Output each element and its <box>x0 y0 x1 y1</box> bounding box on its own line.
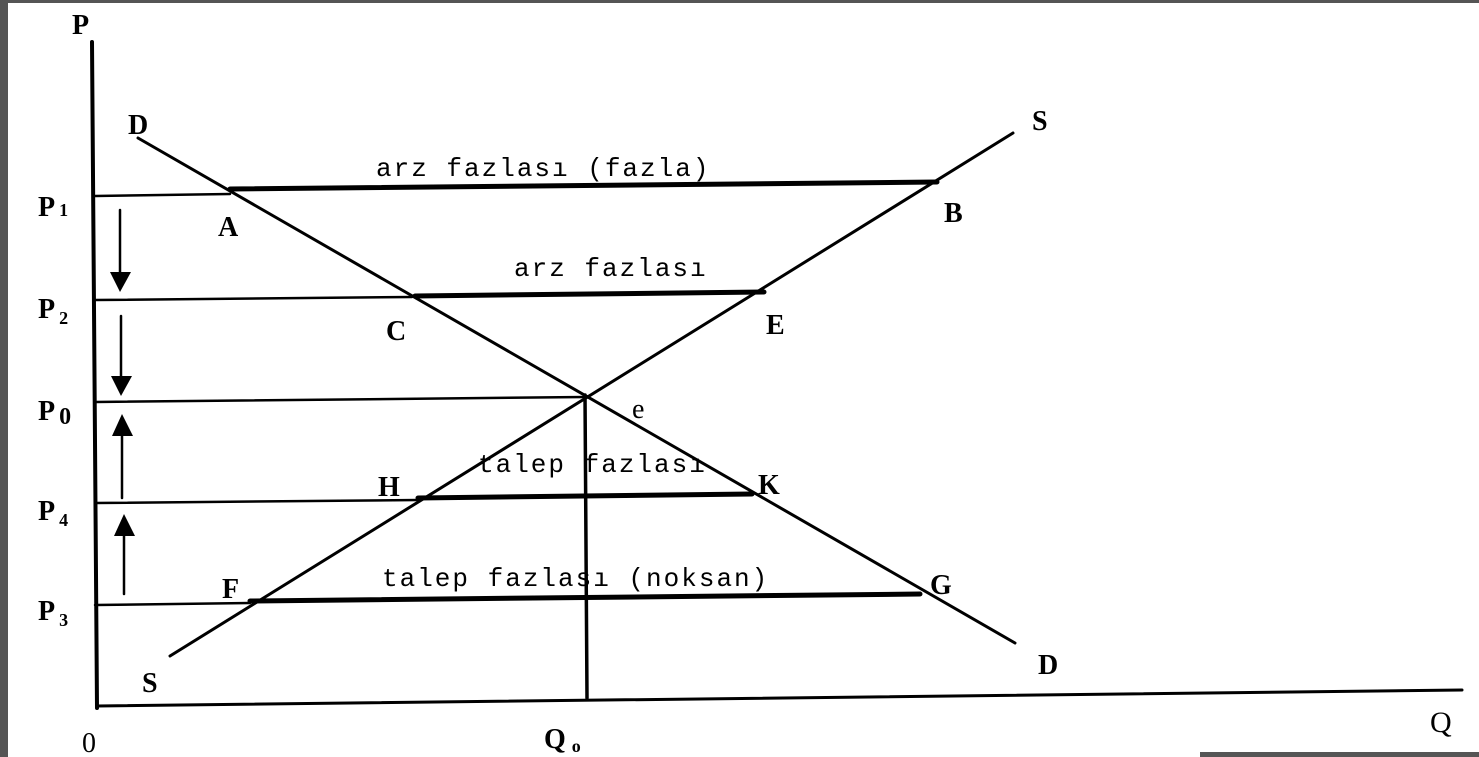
arrow-p4-up-head <box>114 514 135 536</box>
point-c-label: C <box>386 316 406 347</box>
demand-curve <box>136 136 1017 645</box>
y-axis <box>90 40 99 710</box>
annotation-surplus: arz fazlası <box>514 254 708 284</box>
x-axis-label: Q <box>1430 706 1452 739</box>
arrow-p2-down-head <box>111 376 132 396</box>
annotation-surplus-high: arz fazlası (fazla) <box>376 154 710 184</box>
point-f-label: F <box>222 574 239 605</box>
x-axis <box>95 688 1464 708</box>
y-axis-label: P <box>72 10 89 41</box>
surplus-segment-ce <box>412 289 767 299</box>
price-line-p1 <box>93 192 232 198</box>
equilibrium-vertical <box>583 393 589 700</box>
price-line-p2 <box>93 295 414 302</box>
supply-label-top: S <box>1032 106 1048 137</box>
annotation-shortage-low: talep fazlası (noksan) <box>382 564 769 594</box>
price-line-p0 <box>93 395 587 404</box>
equilibrium-point-label: e <box>632 394 644 425</box>
point-a-label: A <box>218 212 239 243</box>
origin-label: 0 <box>82 728 96 757</box>
annotation-shortage: talep fazlası <box>478 450 707 480</box>
demand-label-top: D <box>128 110 148 141</box>
supply-label-bottom: S <box>142 668 158 699</box>
price-line-p4 <box>93 498 420 505</box>
demand-label-bottom: D <box>1038 650 1058 681</box>
surplus-segment-ab <box>227 179 940 192</box>
window-frame-top <box>0 0 1479 3</box>
point-g-label: G <box>930 570 952 601</box>
window-frame-bottom <box>1200 752 1479 757</box>
arrow-p1-down-head <box>110 272 131 292</box>
point-k-label: K <box>758 470 780 501</box>
arrow-p0-up-head <box>112 414 133 436</box>
point-b-label: B <box>944 198 963 229</box>
supply-curve <box>168 131 1015 658</box>
point-h-label: H <box>378 472 400 503</box>
price-line-p3 <box>93 601 252 607</box>
point-e-upper-label: E <box>766 310 785 341</box>
window-frame-left <box>0 0 8 757</box>
